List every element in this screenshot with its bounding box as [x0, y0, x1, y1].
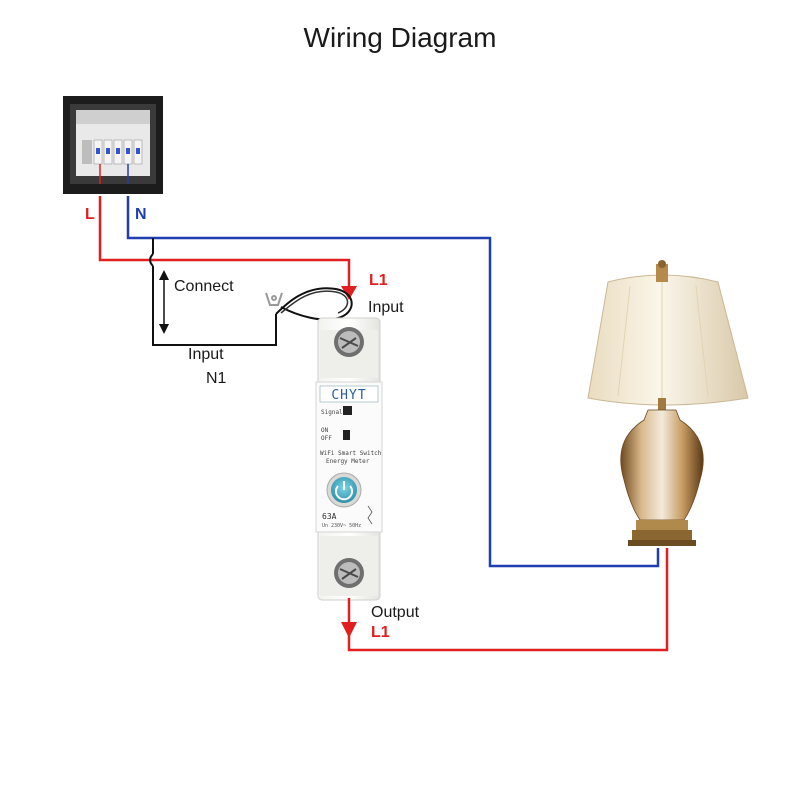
device-on-label: ON: [321, 427, 329, 434]
live-label: L: [85, 206, 95, 223]
neutral-label: N: [135, 206, 147, 223]
device-line2: Energy Meter: [326, 458, 370, 465]
live-wire: [98, 196, 351, 290]
connect-label: Connect: [174, 278, 234, 295]
device-line1: WiFi Smart Switch: [320, 450, 382, 457]
device-brand: CHYT: [331, 388, 366, 403]
input-n-label: Input: [188, 346, 224, 363]
output-live-wire: [347, 548, 669, 652]
device-off-label: OFF: [321, 435, 332, 442]
smart-switch-device: CHYT Signal ON OFF WiFi Smart Switch Ene…: [315, 317, 383, 601]
power-button[interactable]: [326, 472, 362, 508]
input-top-label: Input: [368, 299, 404, 316]
l1-output-label: L1: [371, 624, 390, 641]
n1-jumper-wire: [149, 238, 353, 346]
l1-input-label: L1: [369, 272, 388, 289]
distribution-panel: [63, 96, 163, 194]
device-rating: 63A: [322, 512, 337, 521]
device-spec: Un 230V~ 50Hz: [322, 523, 361, 529]
output-label: Output: [371, 604, 420, 621]
live-input-arrow: [341, 286, 357, 300]
n1-label: N1: [206, 370, 227, 387]
page-title: Wiring Diagram: [303, 22, 497, 53]
spade-connector: [265, 292, 283, 306]
device-signal-label: Signal: [321, 409, 343, 416]
neutral-wire: [126, 196, 660, 568]
connect-arrow: [159, 270, 169, 334]
table-lamp: [587, 260, 749, 546]
output-arrow: [341, 622, 357, 638]
